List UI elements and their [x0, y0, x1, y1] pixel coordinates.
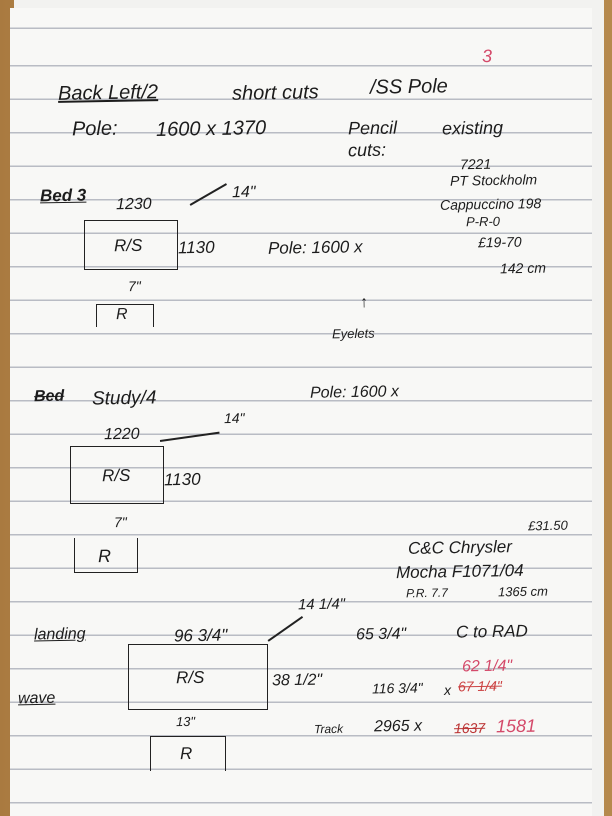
existing-note: existing — [441, 117, 504, 139]
landing-label: landing — [33, 625, 86, 644]
fabric-pr: P-R-0 — [465, 213, 501, 230]
fabric-width: 142 cm — [499, 259, 547, 277]
fabric-price: £19-70 — [477, 233, 522, 251]
leader-line — [267, 616, 303, 642]
new-drop: 62 1/4" — [461, 657, 513, 676]
wave-label: wave — [17, 689, 56, 708]
bed-crossed: Bed — [33, 387, 65, 406]
landing-dims: 116 3/4" — [371, 679, 423, 697]
fabric2-colour: Mocha F1071/04 — [395, 560, 524, 583]
bed3-pole: Pole: 1600 x — [267, 237, 363, 258]
rad-size: 65 3/4" — [355, 625, 407, 644]
landing-box-label: R/S — [175, 667, 205, 688]
rad-note: C to RAD — [455, 621, 528, 642]
bed3-small-box — [96, 304, 154, 327]
track-label: Track — [313, 721, 344, 737]
pole-note: /SS Pole — [369, 75, 449, 99]
study-curtain-box — [70, 446, 164, 504]
bed3-box-label: R/S — [113, 235, 143, 256]
new-track: 1581 — [495, 715, 537, 737]
study-small-label: R — [97, 545, 112, 567]
cuts-note: short cuts — [231, 81, 319, 105]
track-size: 2965 x — [373, 717, 423, 736]
bed3-width: 1230 — [115, 195, 152, 214]
pencil-note: Pencil — [347, 117, 398, 139]
study-width: 1220 — [103, 425, 140, 444]
eyelets-note: Eyelets — [331, 325, 375, 342]
times-sign: x — [443, 681, 452, 699]
landing-gap: 13" — [175, 713, 196, 730]
bed3-curtain-box — [84, 220, 178, 270]
bed3-label: Bed 3 — [39, 185, 87, 206]
leader-line — [189, 183, 227, 206]
fabric2-pr: P.R. 7.7 — [405, 585, 448, 601]
notebook-page: 3 Back Left/2 short cuts /SS Pole Pole: … — [10, 8, 592, 816]
bed3-drop: 1130 — [177, 237, 215, 258]
page-number: 3 — [481, 45, 493, 67]
fabric2-width: 1365 cm — [497, 583, 549, 600]
pole-label: Pole: — [71, 117, 118, 141]
old-drop: 67 1/4" — [457, 677, 503, 695]
study-label: Study/4 — [91, 387, 157, 410]
old-track: 1637 — [453, 719, 486, 737]
bed3-return: 14" — [231, 183, 256, 202]
bed3-small-label: R — [115, 305, 128, 324]
cuts-label: cuts: — [347, 139, 387, 161]
landing-curtain-box — [128, 644, 268, 710]
landing-small-label: R — [179, 743, 193, 764]
study-return: 14" — [223, 409, 245, 427]
bed3-gap: 7" — [127, 277, 141, 295]
fabric2-name: C&C Chrysler — [407, 537, 513, 558]
study-pole: Pole: 1600 x — [309, 383, 400, 402]
pole-size: 1600 x 1370 — [155, 117, 267, 141]
arrow-up-icon: ↑ — [359, 293, 369, 312]
fabric-name: PT Stockholm — [449, 171, 538, 189]
room-title: Back Left/2 — [57, 81, 159, 105]
study-gap: 7" — [113, 513, 127, 531]
fabric-colour: Cappuccino 198 — [439, 195, 542, 213]
leader-line — [159, 431, 220, 442]
fabric-code: 7221 — [459, 155, 492, 173]
study-small-box — [74, 538, 138, 573]
landing-return: 14 1/4" — [297, 595, 346, 614]
landing-small-box — [150, 736, 226, 771]
landing-drop: 38 1/2" — [271, 671, 323, 690]
study-drop: 1130 — [163, 469, 201, 490]
fabric2-price: £31.50 — [527, 517, 568, 534]
study-box-label: R/S — [101, 465, 131, 486]
